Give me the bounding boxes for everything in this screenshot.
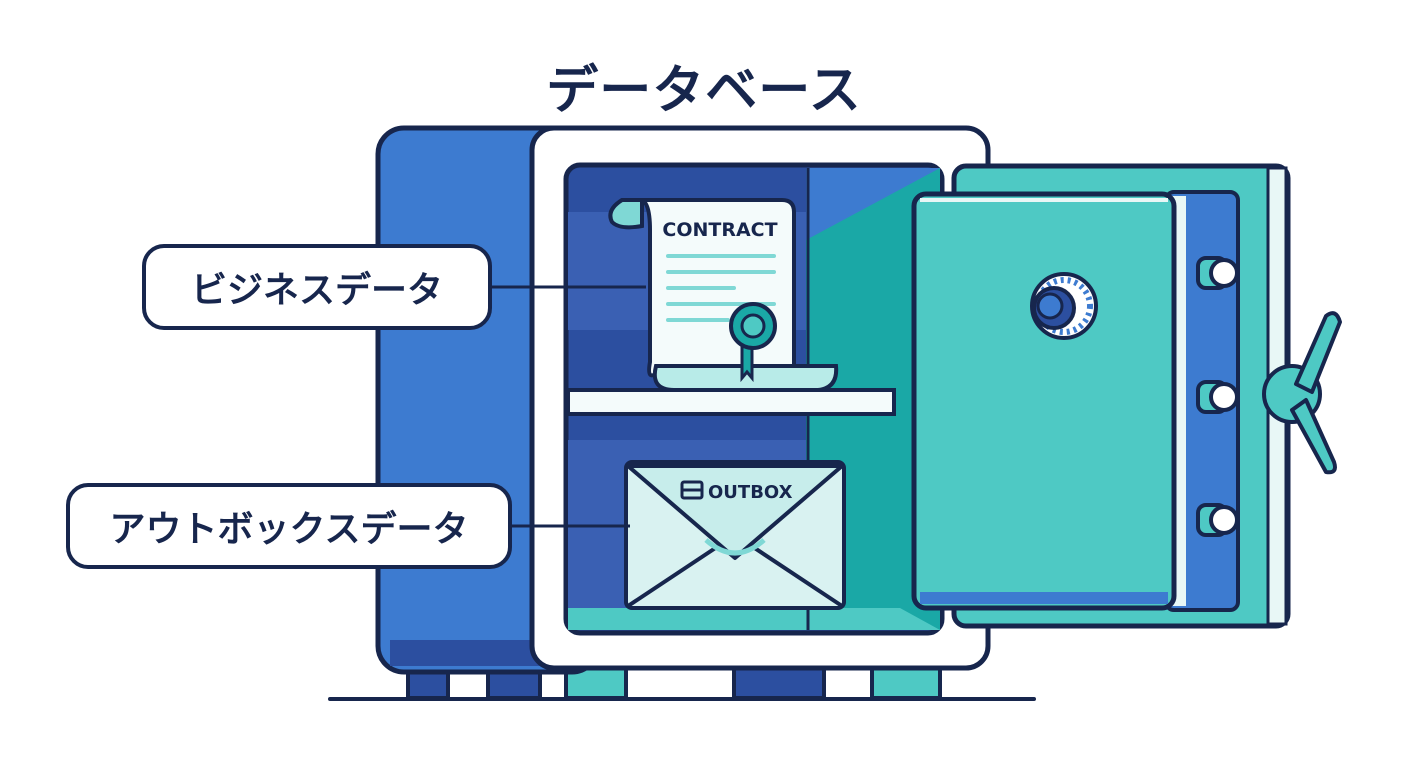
handle-wheel-icon xyxy=(1262,311,1342,475)
seal-icon xyxy=(729,302,777,383)
inbox-tray-icon xyxy=(680,480,704,500)
outbox-envelope: OUTBOX xyxy=(624,460,846,610)
outbox-label: OUTBOX xyxy=(708,482,793,503)
door-hinges xyxy=(1196,256,1239,537)
shelf xyxy=(566,388,896,416)
page-title: データベース xyxy=(546,61,862,121)
outbox-data-label: アウトボックスデータ xyxy=(109,509,469,550)
business-data-label: ビジネスデータ xyxy=(190,270,443,311)
combination-dial-icon xyxy=(1030,272,1098,340)
business-data-callout: ビジネスデータ xyxy=(142,244,492,330)
outbox-data-callout: アウトボックスデータ xyxy=(66,483,512,569)
contract-label: CONTRACT xyxy=(662,219,777,241)
contract-document: CONTRACT xyxy=(608,198,839,392)
